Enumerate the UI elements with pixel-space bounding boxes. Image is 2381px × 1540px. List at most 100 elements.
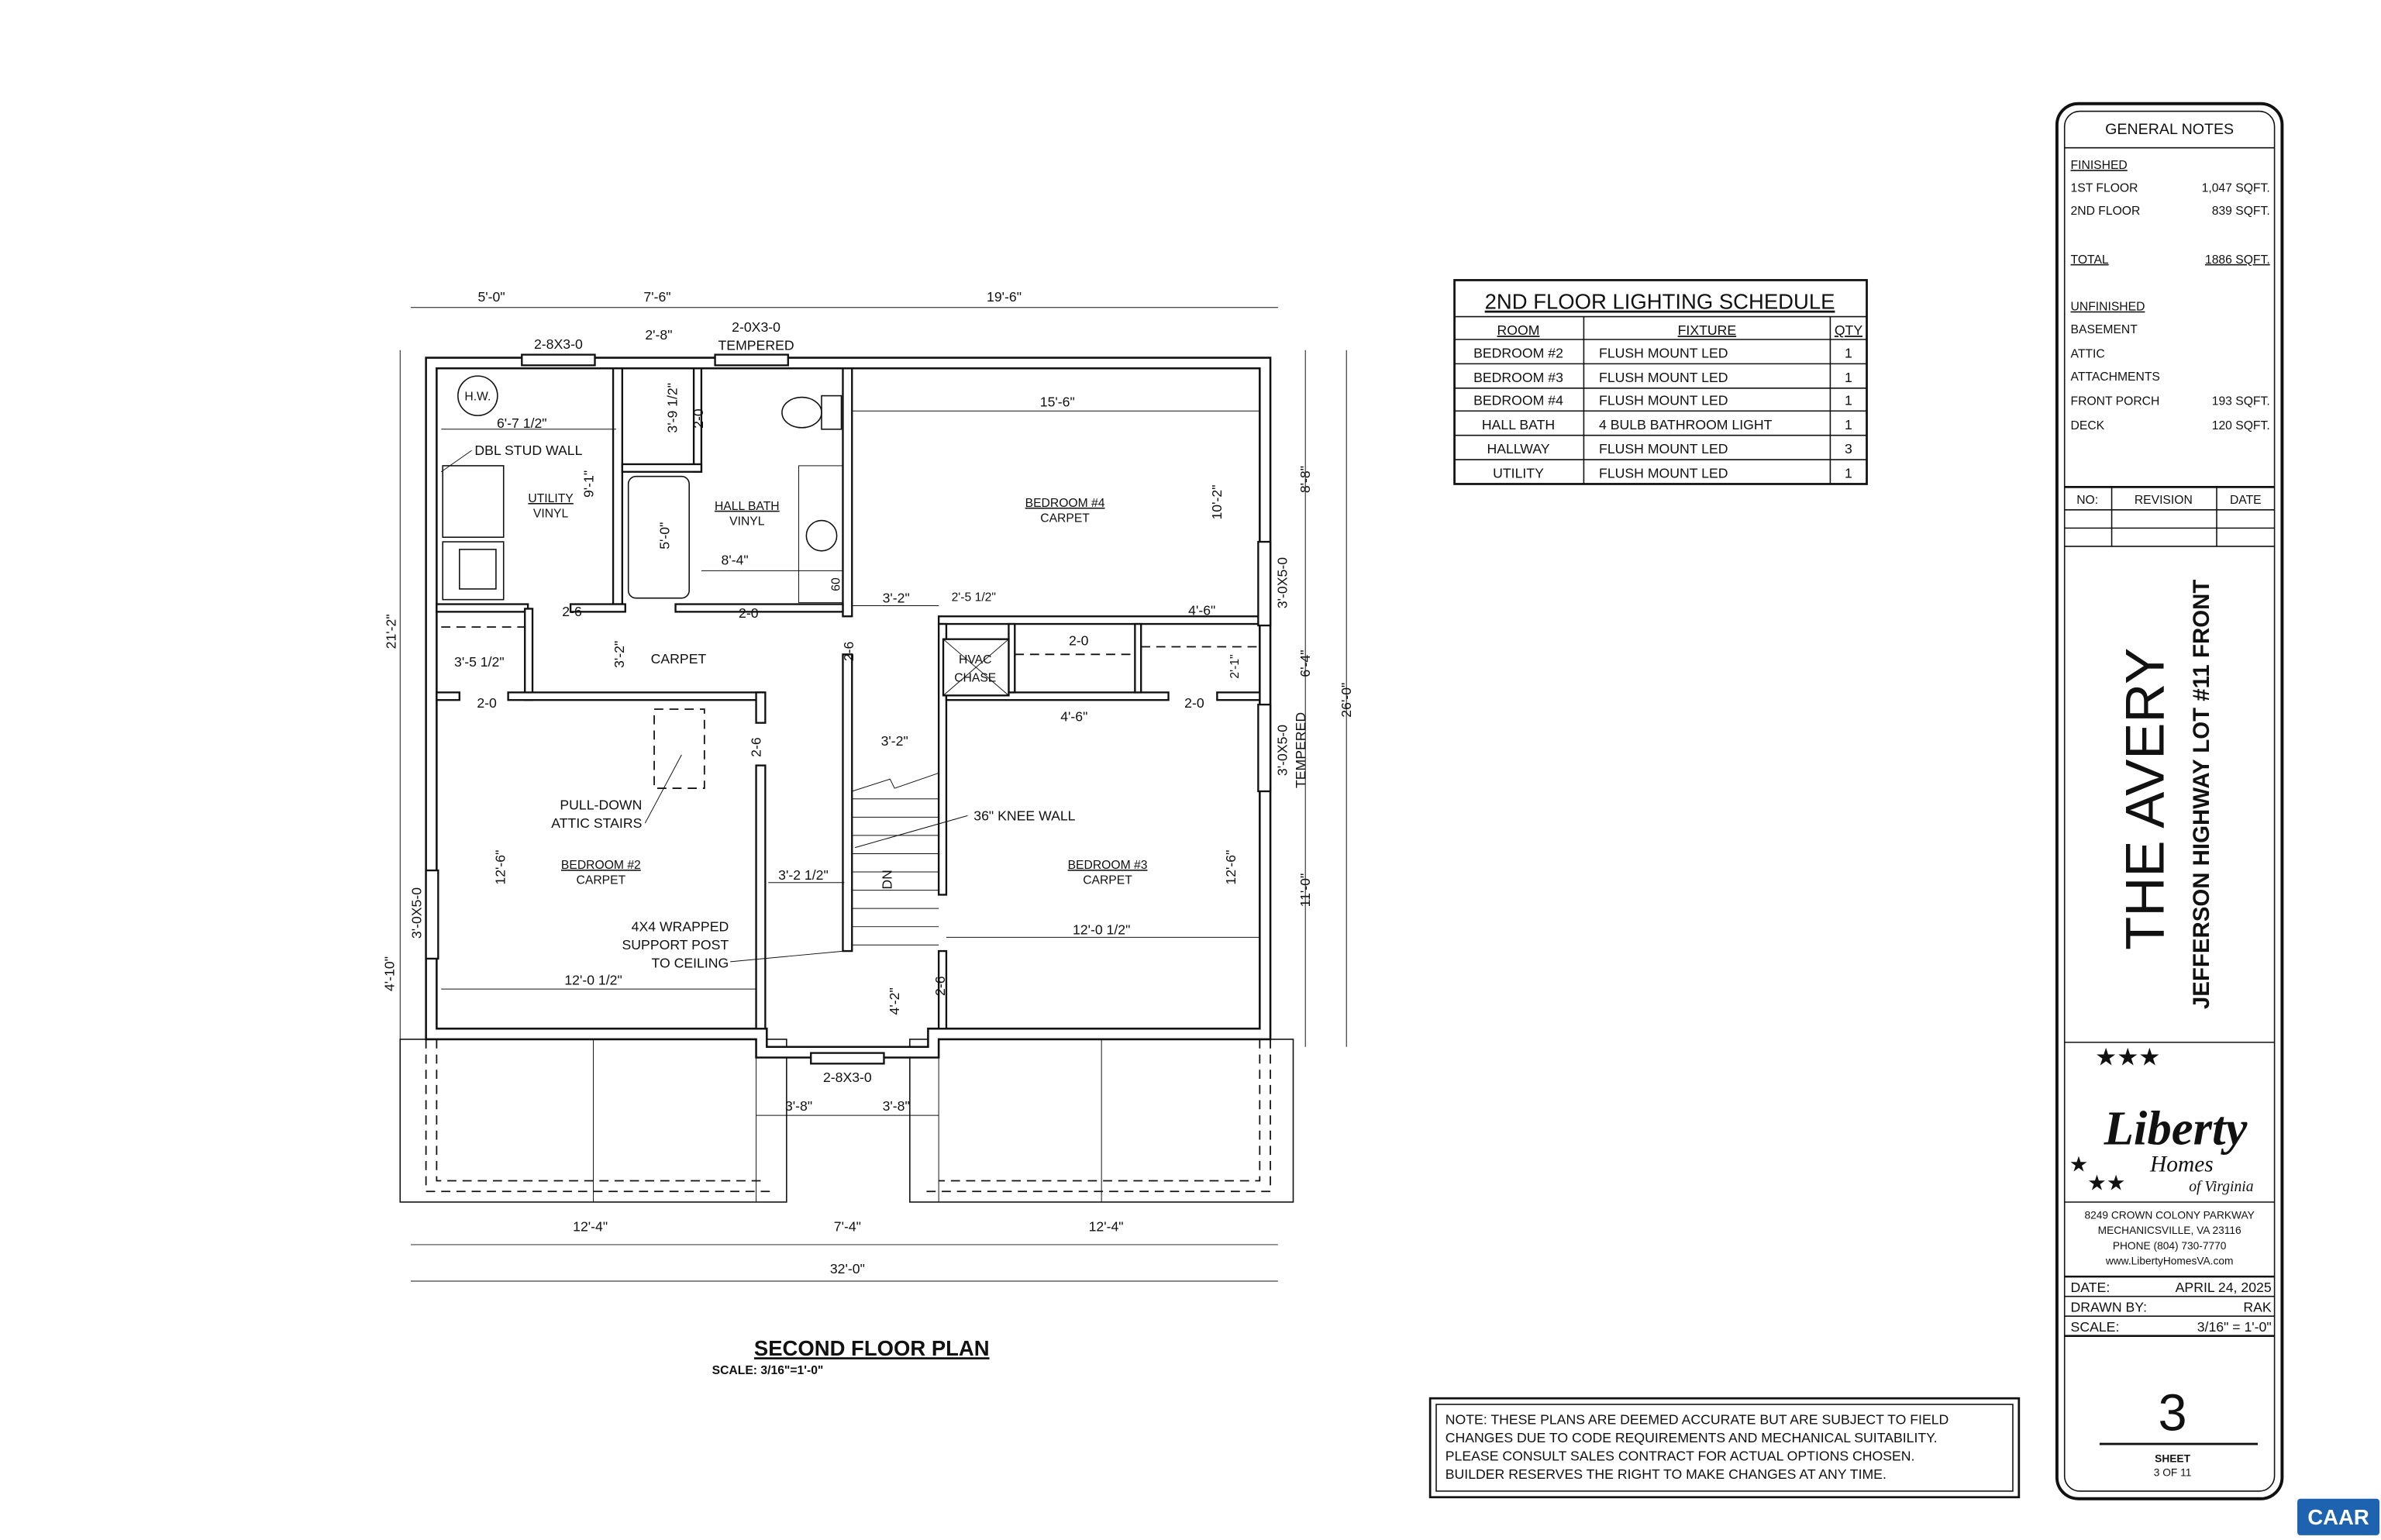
interior-walls <box>436 367 1261 1030</box>
logo-sub: Homes <box>2149 1152 2214 1177</box>
dimension: 3'-2 1/2" <box>778 867 829 883</box>
door-label: 2-0 <box>691 408 706 429</box>
address-line: MECHANICSVILLE, VA 23116 <box>2098 1225 2241 1236</box>
star-icon: ★ <box>2069 1152 2089 1177</box>
window-label: 3'-0X5-0 <box>1275 725 1290 776</box>
water-heater-icon <box>457 375 498 416</box>
callout: ATTIC STAIRS <box>551 815 642 831</box>
hvac-label: CHASE <box>954 672 996 685</box>
dimension: 2'-5 1/2" <box>952 591 996 605</box>
column-header: NO: <box>2076 494 2098 507</box>
cell: FLUSH MOUNT LED <box>1599 392 1728 408</box>
dimension: 4'-6" <box>1188 602 1215 618</box>
window-label: 2-8X3-0 <box>823 1070 872 1085</box>
hall-floor: CARPET <box>651 651 707 667</box>
cell: 4 BULB BATHROOM LIGHT <box>1599 417 1773 432</box>
dimension: 11'-0" <box>1297 873 1313 908</box>
dimension: 3'-8" <box>883 1098 910 1114</box>
dimension: 7'-6" <box>643 289 670 305</box>
general-notes-heading: GENERAL NOTES <box>2105 121 2234 138</box>
dimension: 3'-9 1/2" <box>665 383 681 433</box>
window-icon <box>521 353 596 367</box>
dimension: 15'-6" <box>1040 394 1075 409</box>
table-row: HALLWAY FLUSH MOUNT LED 3 <box>1487 441 1852 456</box>
bathtub-icon <box>627 475 690 599</box>
plan-scale: SCALE: 3/16"=1'-0" <box>712 1364 824 1377</box>
room-name: BEDROOM #4 <box>1025 497 1105 510</box>
room-floor: CARPET <box>577 874 626 887</box>
column-header: REVISION <box>2135 494 2193 507</box>
column-header: FIXTURE <box>1678 322 1737 338</box>
logo-wordmark: Liberty <box>2104 1101 2248 1155</box>
door-label: 2-0 <box>1184 695 1204 711</box>
cell: FLUSH MOUNT LED <box>1599 466 1728 481</box>
column-header: ROOM <box>1497 322 1540 338</box>
table-row: HALL BATH 4 BULB BATHROOM LIGHT 1 <box>1482 417 1852 432</box>
badge-text: CAAR <box>2307 1505 2369 1529</box>
finished-heading: FINISHED <box>2071 159 2128 172</box>
attic-hatch <box>653 708 705 789</box>
dimension: 8'-8" <box>1297 466 1313 493</box>
room-floor: CARPET <box>1040 512 1090 525</box>
dimension: 3'-5 1/2" <box>454 654 505 670</box>
water-heater-label: H.W. <box>464 391 491 404</box>
dimension: 7'-4" <box>834 1218 861 1234</box>
plan-labels: 5'-0" 7'-6" 19'-6" 2-8X3-0 2'-8" 2-0X3-0… <box>381 289 1354 1276</box>
dimension: 60 <box>830 577 843 591</box>
dimension: 21'-2" <box>383 614 398 649</box>
lighting-schedule: 2ND FLOOR LIGHTING SCHEDULE ROOM FIXTURE… <box>1453 279 1868 485</box>
callout: PULL-DOWN <box>560 798 642 813</box>
drawn-by-label: DRAWN BY: <box>2071 1299 2147 1314</box>
dimension: 12'-6" <box>1223 850 1239 885</box>
revision-table: NO: REVISION DATE <box>2064 486 2275 547</box>
window-label: TEMPERED <box>1293 712 1308 788</box>
cell: HALL BATH <box>1482 417 1555 432</box>
table-row: UTILITY FLUSH MOUNT LED 1 <box>1493 466 1852 481</box>
note-line: BUILDER RESERVES THE RIGHT TO MAKE CHANG… <box>1445 1466 1887 1482</box>
room-floor: CARPET <box>1083 874 1132 887</box>
website-link[interactable]: www.LibertyHomesVA.com <box>2105 1255 2234 1266</box>
area-label: TOTAL <box>2071 253 2109 267</box>
dimension: 2'-8" <box>645 327 672 343</box>
door-label: 2-6 <box>748 737 763 757</box>
dimension: 12'-4" <box>1089 1218 1124 1234</box>
second-floor-plan: 5'-0" 7'-6" 19'-6" 2-8X3-0 2'-8" 2-0X3-0… <box>381 289 1354 1377</box>
room-floor: VINYL <box>729 515 765 528</box>
dryer-icon <box>442 541 505 601</box>
room-name: BEDROOM #2 <box>561 859 641 872</box>
window-label: 3'-0X5-0 <box>1275 557 1290 608</box>
star-icon: ★★ <box>2087 1170 2125 1194</box>
window-icon <box>810 1052 885 1065</box>
area-label: 1ST FLOOR <box>2071 182 2138 195</box>
sink-icon <box>805 519 838 552</box>
vanity <box>798 465 843 604</box>
dimension: 4'-6" <box>1060 709 1087 725</box>
dimension: 6'-7 1/2" <box>497 415 547 431</box>
caar-badge: CAAR <box>2297 1498 2380 1535</box>
dimension: 10'-2" <box>1209 485 1225 520</box>
project-location: JEFFERSON HIGHWAY LOT #11 FRONT <box>2189 580 2214 1010</box>
window-icon <box>1257 703 1272 793</box>
table-row: BEDROOM #3 FLUSH MOUNT LED 1 <box>1473 370 1852 385</box>
leader-lines <box>440 450 968 963</box>
star-icon: ★★★ <box>2095 1043 2160 1070</box>
project-name: THE AVERY <box>2114 648 2175 950</box>
porch-right <box>909 1039 1294 1203</box>
porch-left <box>399 1039 787 1203</box>
area-label: ATTACHMENTS <box>2071 370 2160 384</box>
room-floor: VINYL <box>533 508 569 521</box>
hvac-label: HVAC <box>959 653 991 667</box>
callout: 4X4 WRAPPED <box>632 919 729 935</box>
dimension-lines <box>399 307 1347 1282</box>
cell: FLUSH MOUNT LED <box>1599 346 1728 361</box>
dimension: 12'-6" <box>493 850 508 885</box>
title-block: GENERAL NOTES FINISHED 1ST FLOOR 1,047 S… <box>2055 102 2284 1500</box>
area-label: FRONT PORCH <box>2071 394 2160 408</box>
cell: FLUSH MOUNT LED <box>1599 441 1728 456</box>
column-header: QTY <box>1835 322 1863 338</box>
stair-treads <box>852 772 939 946</box>
area-label: ATTIC <box>2071 348 2105 361</box>
area-value: 1886 SQFT. <box>2205 253 2270 267</box>
dimension: 12'-4" <box>573 1218 608 1234</box>
